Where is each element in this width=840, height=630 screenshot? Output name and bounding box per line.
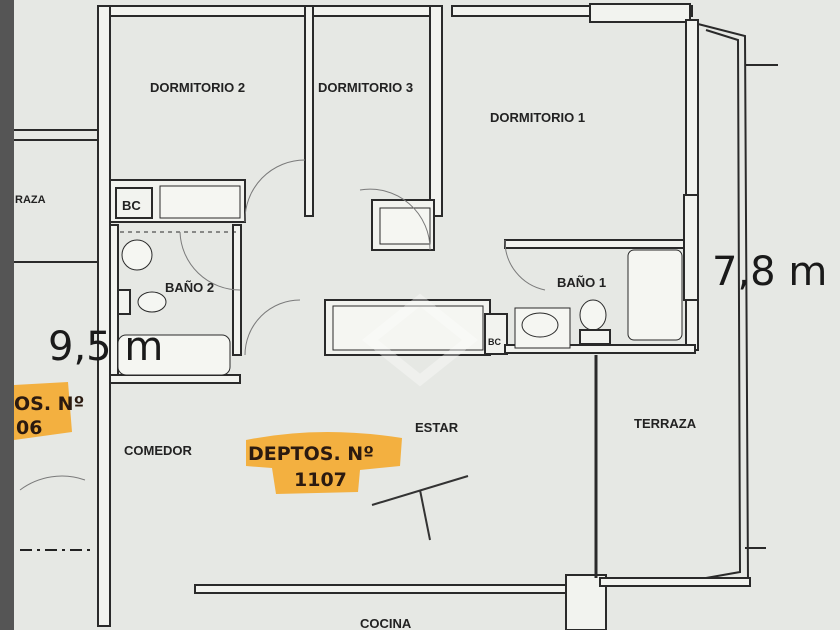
unit-number: 1107 xyxy=(294,469,347,491)
neighbor-unit-number: 06 xyxy=(16,417,42,439)
interior-walls xyxy=(109,5,699,578)
room-label-bc-small: BC xyxy=(488,337,501,347)
room-label-bano-1: BAÑO 1 xyxy=(557,275,606,290)
watermark-logo xyxy=(361,293,479,387)
neighbor-highlight-marker xyxy=(14,382,72,440)
room-label-dormitorio-3: DORMITORIO 3 xyxy=(318,80,413,95)
room-label-bano-2: BAÑO 2 xyxy=(165,280,214,295)
room-label-cocina: COCINA xyxy=(360,616,412,630)
room-label-terraza-neighbor: RAZA xyxy=(15,194,46,206)
neighbor-walls xyxy=(14,129,100,551)
dimension-width: 9,5 m xyxy=(48,324,163,370)
pen-mark xyxy=(371,475,469,541)
room-label-bc: BC xyxy=(122,198,141,213)
room-label-comedor: COMEDOR xyxy=(124,443,193,458)
room-label-estar: ESTAR xyxy=(415,420,459,435)
neighbor-unit-title: OS. Nº xyxy=(14,393,84,415)
door-swings xyxy=(179,159,546,356)
highlight-marker xyxy=(246,431,402,494)
unit-title: DEPTOS. Nº xyxy=(248,443,374,465)
photo-edge xyxy=(0,0,14,630)
room-label-terraza: TERRAZA xyxy=(634,416,697,431)
room-label-dormitorio-2: DORMITORIO 2 xyxy=(150,80,245,95)
room-label-dormitorio-1: DORMITORIO 1 xyxy=(490,110,585,125)
dimension-depth: 7,8 m xyxy=(712,249,827,295)
